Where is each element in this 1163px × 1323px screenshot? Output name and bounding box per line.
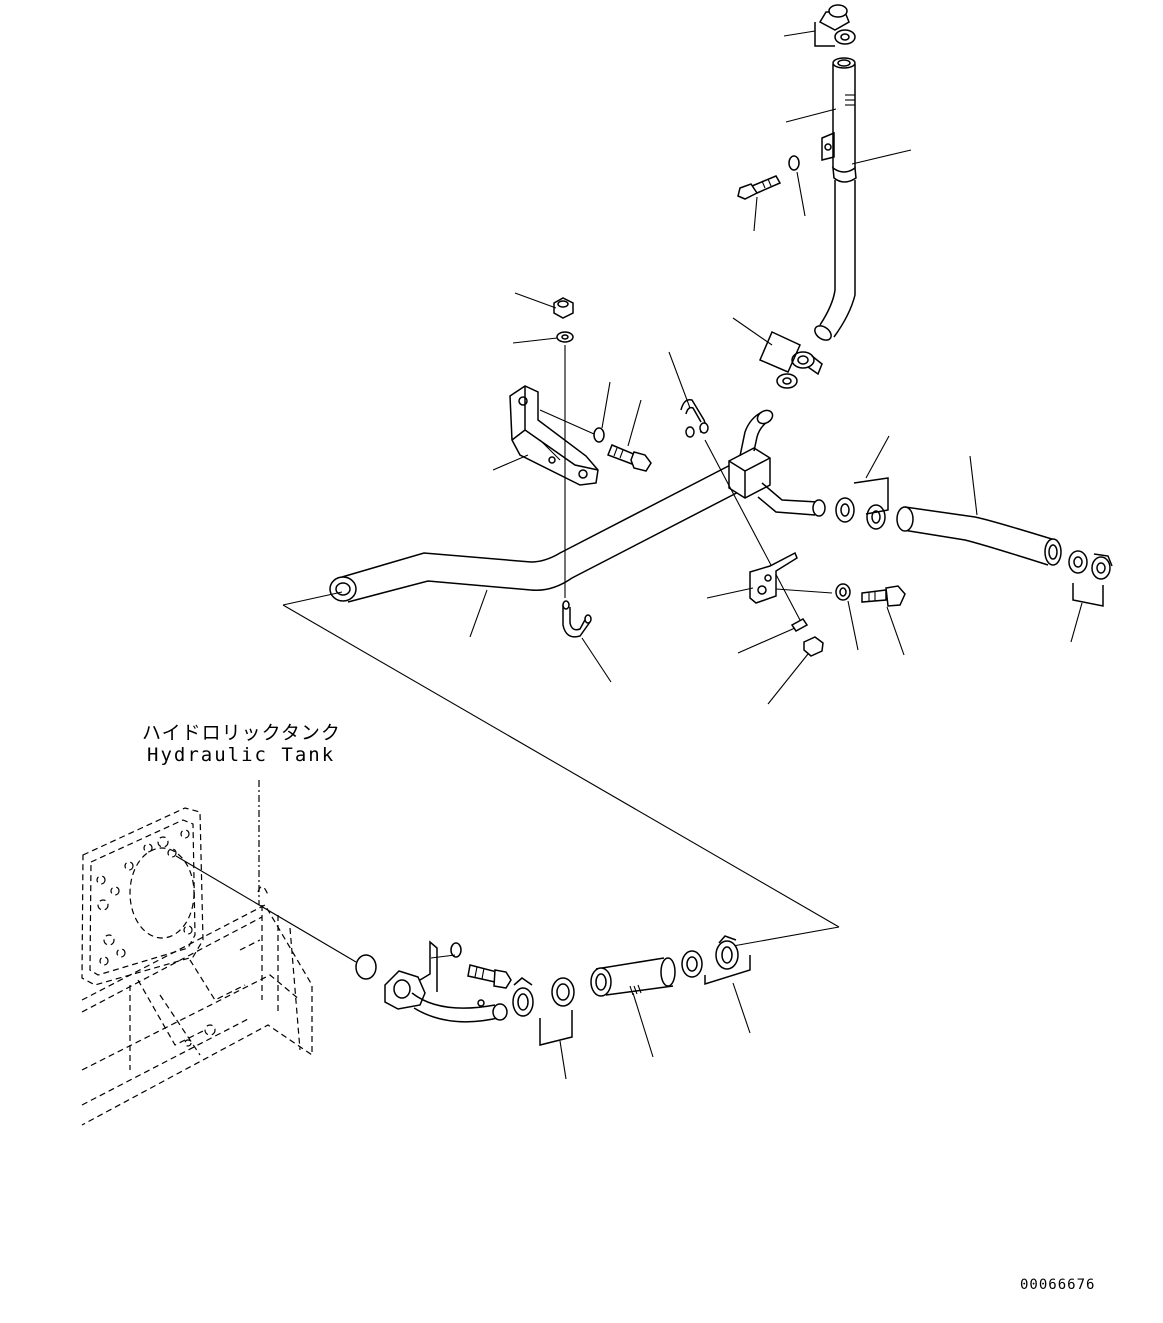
hydraulic-tank [81,780,313,1126]
document-number: 00066676 [1020,1277,1096,1293]
lower-rubber-hose [590,957,676,1058]
lower-left-hose-clamps [512,977,575,1080]
hydraulic-tank-label-en: Hydraulic Tank [147,744,336,766]
mid-hose-clamps [732,317,823,389]
upper-vertical-pipe [785,57,912,341]
upper-bolt-and-washer [737,155,806,232]
main-return-pipe [329,409,826,638]
bracket-nut-and-washer [512,292,574,598]
lower-clip-and-bolt [706,551,906,656]
right-hose-clamps [835,435,890,530]
lower-u-clip [562,600,612,683]
lower-right-hose-clamps [681,935,751,1034]
detail-callout-lines [282,591,840,947]
top-hose-clamps [783,4,856,47]
tank-oring-and-elbow [175,855,512,1023]
hydraulic-tank-label-jp: ハイドロリックタンク [142,722,341,744]
pipe-support-bracket [492,385,599,486]
far-right-hose-clamps [1068,550,1113,643]
right-rubber-hose [896,455,1062,566]
bracket-bolt-and-washer [539,381,652,472]
small-screw-and-nut [737,618,824,705]
